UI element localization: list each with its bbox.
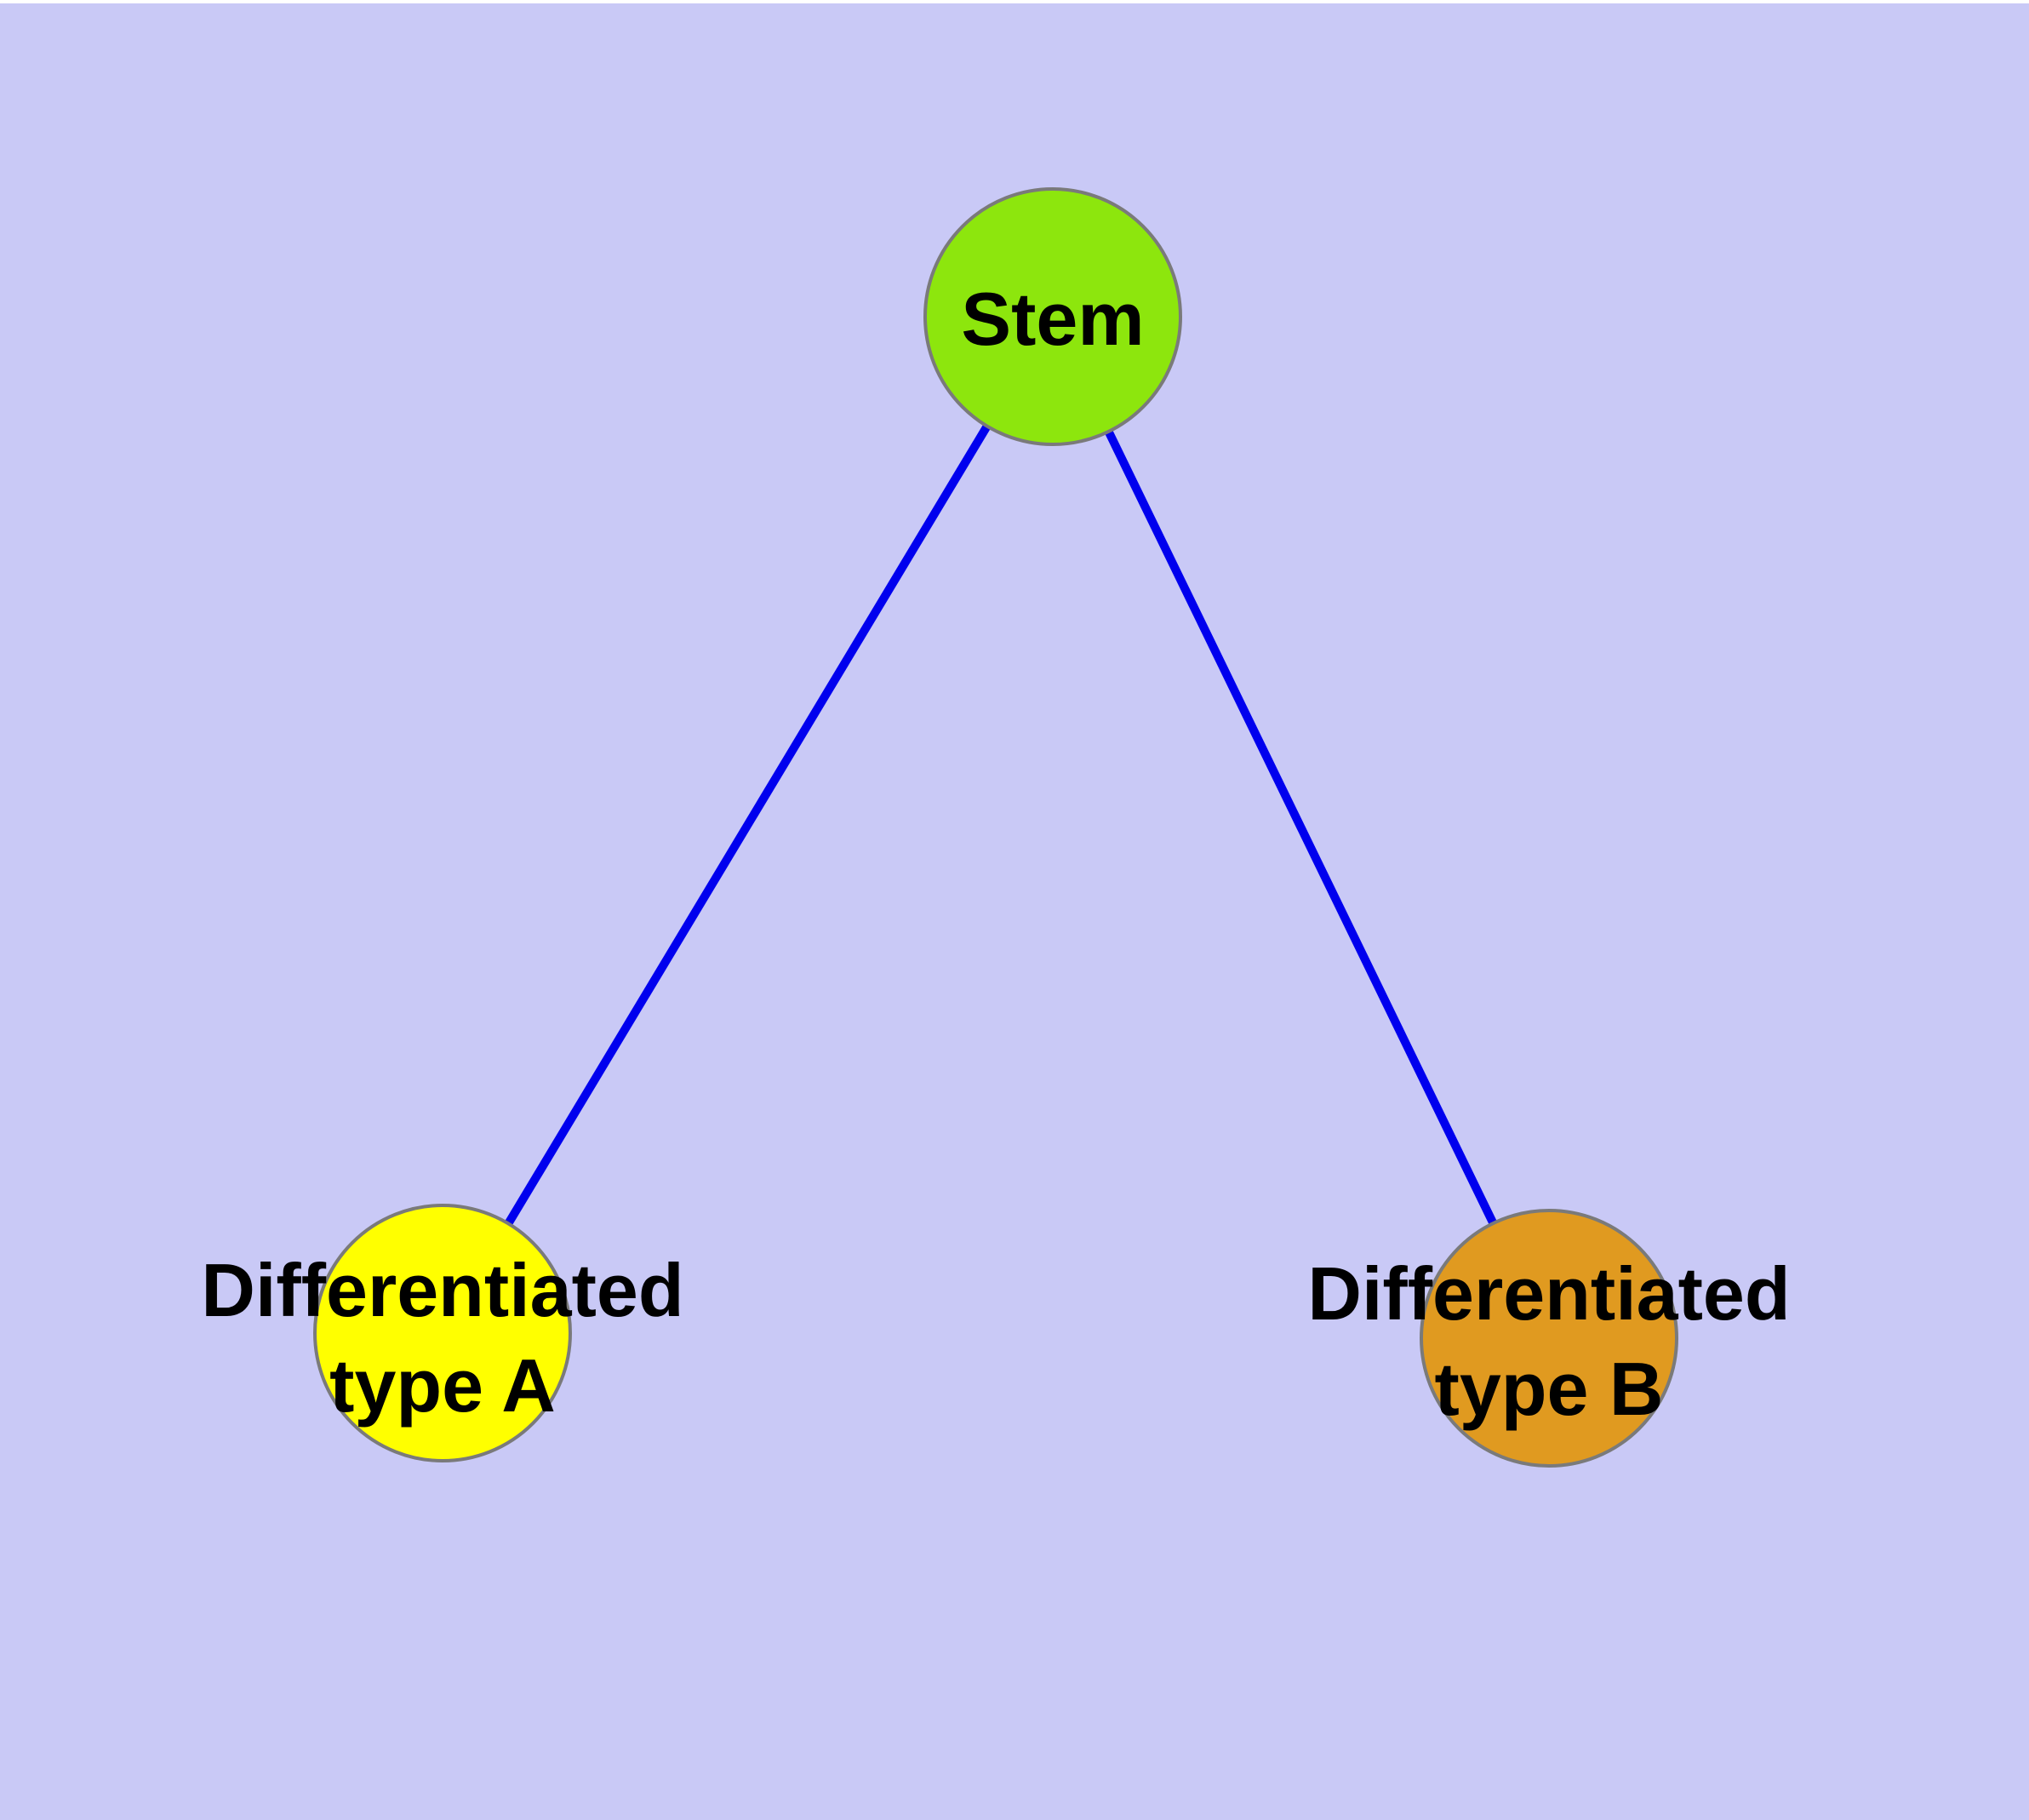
edge-stem-to-type-a (438, 314, 1057, 1336)
graph-canvas: Stem Differentiated type A Differentiate… (0, 3, 2029, 1820)
edge-stem-to-type-b (1049, 314, 1553, 1341)
node-differentiated-type-b[interactable] (1420, 1209, 1678, 1468)
node-stem[interactable] (923, 187, 1182, 446)
graph-svg (313, 187, 1678, 1468)
node-differentiated-type-a[interactable] (313, 1204, 572, 1462)
